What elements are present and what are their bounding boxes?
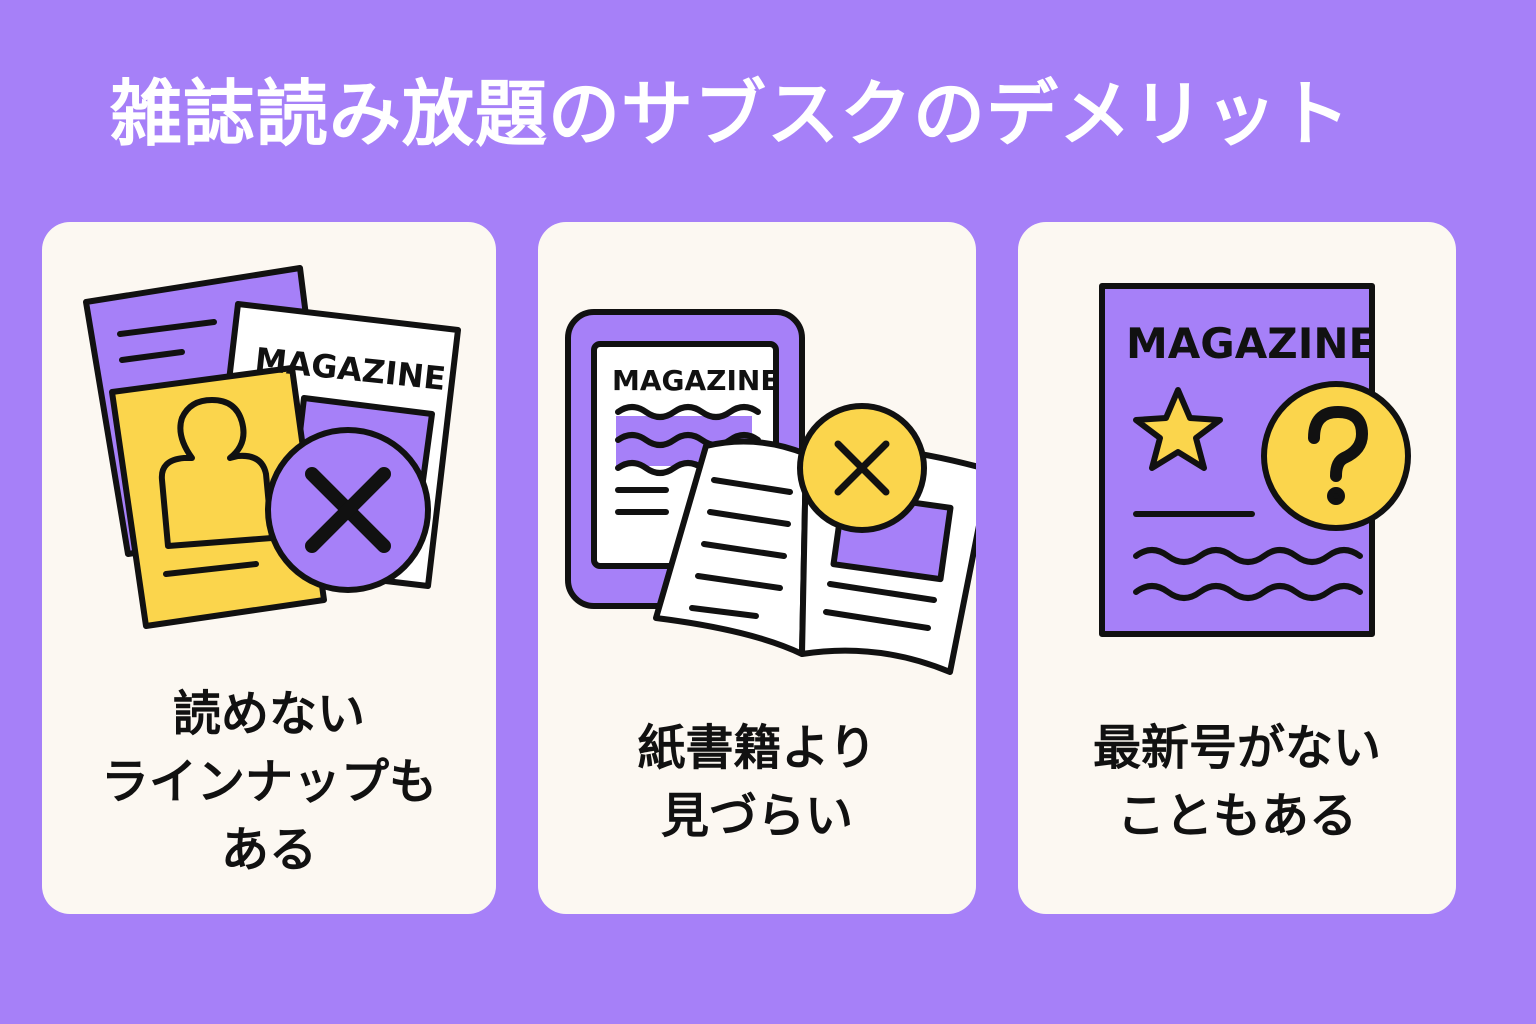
caption-line: 読めない xyxy=(172,686,365,742)
card-no-latest-issue: MAGAZINE 最新号がない こともある xyxy=(1018,222,1456,914)
page-title: 雑誌読み放題のサブスクのデメリット xyxy=(110,72,1352,156)
card-hard-to-read: MAGAZINE 紙書籍より 見づらい xyxy=(538,222,976,914)
card-unreadable-lineup: MAGAZINE 読めない ラインナップも ある xyxy=(42,222,496,914)
magazine-with-question-icon: MAGAZINE xyxy=(1099,283,1411,637)
magazines-with-x-icon: MAGAZINE xyxy=(83,265,461,629)
card-caption: 紙書籍より 見づらい xyxy=(538,714,976,850)
card-caption: 読めない ラインナップも ある xyxy=(42,680,496,884)
magazine-label: MAGAZINE xyxy=(612,364,779,397)
magazine-label: MAGAZINE xyxy=(1126,319,1377,368)
tablet-and-open-book-with-x-icon: MAGAZINE xyxy=(565,309,976,675)
caption-line: ある xyxy=(220,822,317,878)
caption-line: こともある xyxy=(1116,788,1357,844)
caption-line: 最新号がない xyxy=(1092,720,1381,776)
caption-line: ラインナップも xyxy=(100,754,437,810)
caption-line: 紙書籍より xyxy=(637,720,877,776)
card-caption: 最新号がない こともある xyxy=(1018,714,1456,850)
caption-line: 見づらい xyxy=(660,788,853,844)
